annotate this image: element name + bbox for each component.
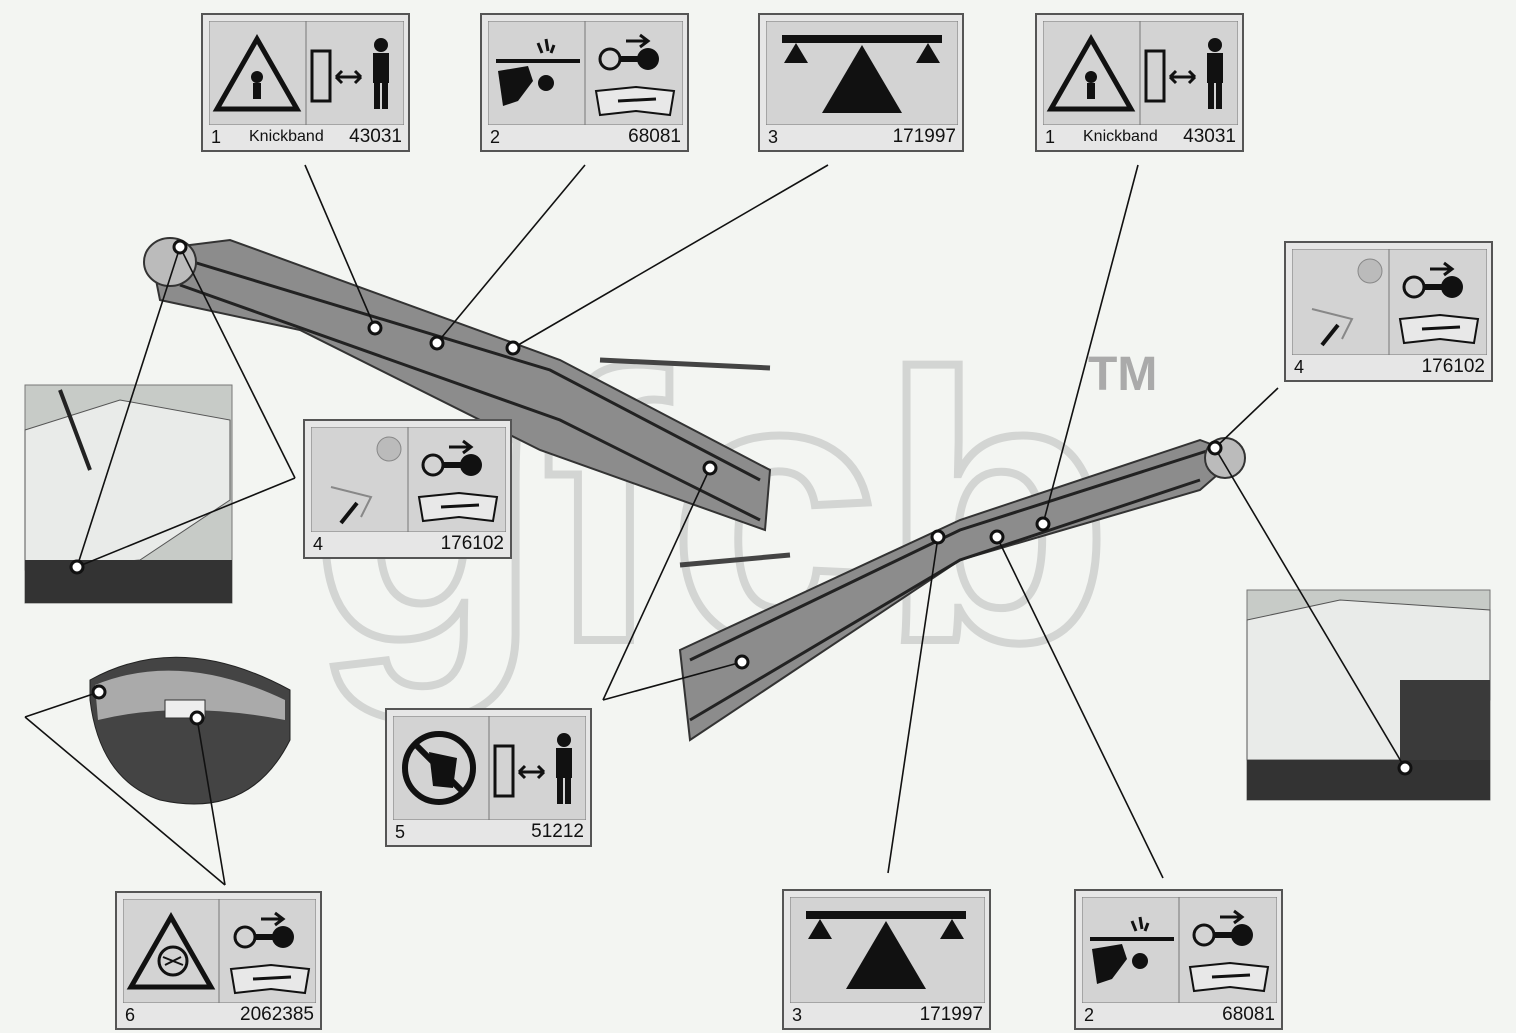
safety-label-3: 3 171997 — [758, 13, 964, 152]
read-manual-icon — [1188, 961, 1270, 993]
stop-icon — [330, 436, 402, 525]
remove-key-icon — [421, 439, 482, 477]
leader-lines — [24, 164, 1406, 886]
remove-key-icon — [233, 911, 294, 949]
label-number: 4 — [1294, 357, 1305, 377]
marker-4a — [172, 239, 188, 255]
marker-1b — [1035, 516, 1051, 532]
part-number: 2062385 — [240, 1004, 314, 1025]
photo-wheel — [89, 656, 291, 805]
safety-label-4-right: 4 176102 — [1284, 241, 1493, 382]
part-number: 171997 — [892, 126, 956, 147]
marker-3b — [930, 529, 946, 545]
marker-2b — [989, 529, 1005, 545]
part-number: 176102 — [1421, 356, 1485, 377]
safety-label-3-bottom: 3 171997 — [782, 889, 991, 1030]
label-number: 3 — [792, 1005, 803, 1025]
label-markers — [69, 239, 1413, 776]
marker-5b — [734, 654, 750, 670]
read-manual-icon — [229, 963, 311, 995]
part-number: 43031 — [1183, 126, 1236, 147]
warning-triangle-icon — [1046, 33, 1136, 112]
safety-label-4-left: 4 176102 — [303, 419, 512, 559]
part-number: 43031 — [349, 126, 402, 147]
read-manual-icon — [594, 85, 676, 117]
remove-key-icon — [1192, 909, 1253, 947]
marker-4b — [1207, 440, 1223, 456]
part-number: 68081 — [628, 126, 681, 147]
read-manual-icon — [1398, 313, 1480, 345]
no-touch-hand-icon — [402, 731, 476, 805]
label-number: 4 — [313, 534, 324, 554]
safety-label-2: 2 68081 — [480, 13, 689, 152]
safety-label-5: 5 51212 — [385, 708, 592, 847]
warning-triangle-icon — [126, 911, 216, 990]
part-number: 68081 — [1222, 1004, 1275, 1025]
safety-label-2-bottom: 2 68081 — [1074, 889, 1283, 1030]
marker-6a — [91, 684, 107, 700]
marker-photo-left — [69, 559, 85, 575]
label-number: 5 — [395, 822, 406, 842]
marker-3a — [505, 340, 521, 356]
conveyor-upper — [143, 237, 772, 532]
label-number: 2 — [1084, 1005, 1095, 1025]
keep-distance-icon — [493, 733, 572, 804]
label-number: 3 — [768, 127, 779, 147]
safety-label-6: 6 2062385 — [115, 891, 322, 1030]
safety-label-1-knickband-right: 1 Knickband 43031 — [1035, 13, 1244, 152]
watermark-tm: TM — [1088, 348, 1157, 401]
remove-key-icon — [598, 33, 659, 71]
marker-5a — [702, 460, 718, 476]
keep-distance-icon — [1144, 38, 1223, 109]
photo-left — [24, 384, 233, 604]
photo-right — [1246, 589, 1491, 801]
warning-triangle-icon — [212, 33, 302, 112]
label-number: 2 — [490, 127, 501, 147]
keep-distance-icon — [310, 38, 389, 109]
label-number: 6 — [125, 1005, 136, 1025]
marker-photo-right — [1397, 760, 1413, 776]
label-text: Knickband — [1083, 128, 1158, 145]
label-number: 1 — [1045, 127, 1056, 147]
label-text: Knickband — [249, 128, 324, 145]
part-number: 176102 — [440, 533, 504, 554]
marker-2a — [429, 335, 445, 351]
marker-1a — [367, 320, 383, 336]
crush-hand-icon — [1090, 916, 1174, 984]
remove-key-icon — [1402, 261, 1463, 299]
label-number: 1 — [211, 127, 222, 147]
marker-6b — [189, 710, 205, 726]
read-manual-icon — [417, 491, 499, 523]
stop-icon — [1311, 258, 1383, 347]
part-number: 51212 — [531, 821, 584, 842]
crush-hand-icon — [496, 38, 580, 106]
balance-seesaw-icon — [806, 911, 966, 989]
balance-seesaw-icon — [782, 35, 942, 113]
safety-label-1-knickband: 1 Knickband 43031 — [201, 13, 410, 152]
part-number: 171997 — [919, 1004, 983, 1025]
